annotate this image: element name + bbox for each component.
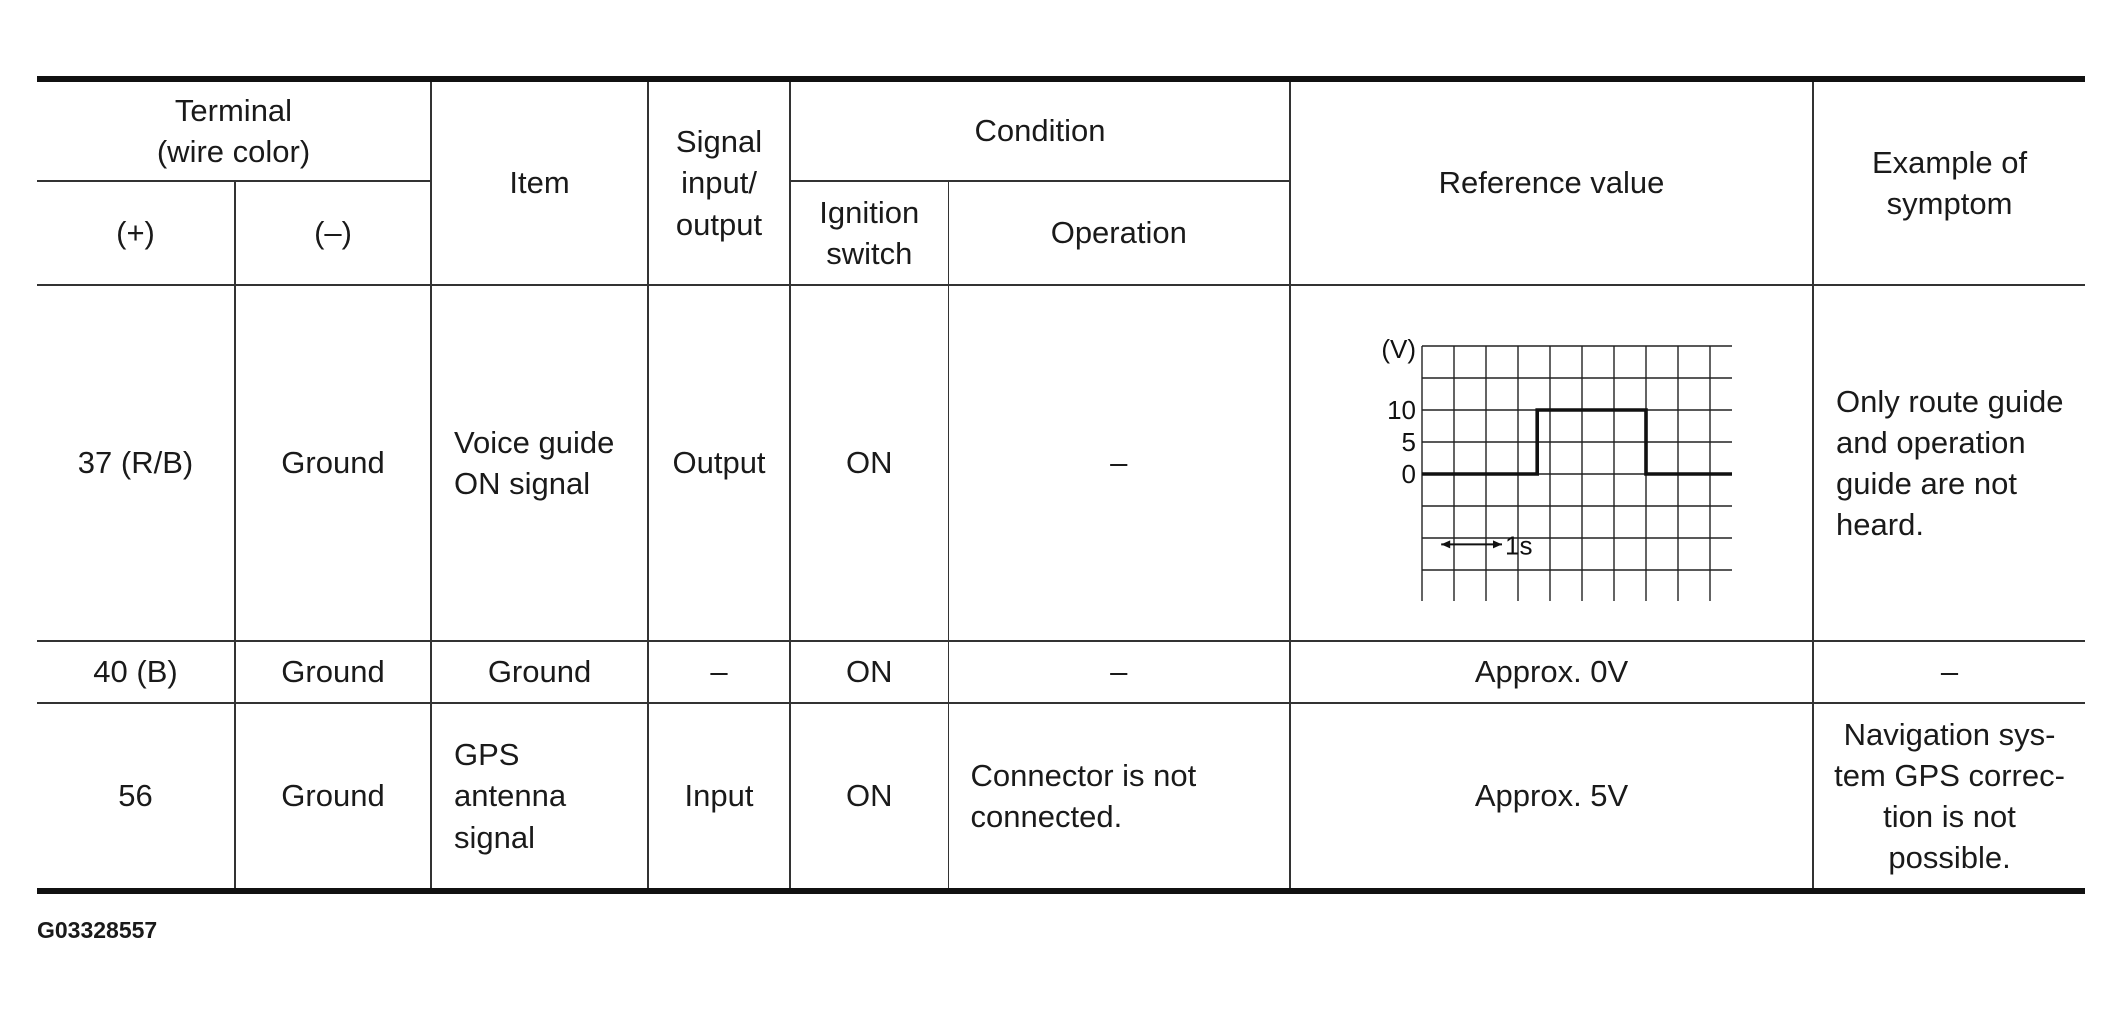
cell-terminal-minus: Ground — [233, 284, 433, 642]
cell-terminal-plus: 37 (R/B) — [37, 284, 236, 642]
y-tick-label: 0 — [1401, 459, 1415, 489]
cell-item: Voice guide ON signal — [430, 284, 650, 642]
header-row-1: Terminal (wire color) Item Signal input/… — [37, 79, 2086, 286]
cell-item: Ground — [430, 640, 650, 704]
figure-id: G03328557 — [37, 917, 158, 943]
cell-symptom: Only route guide and operation guide are… — [1812, 284, 2086, 642]
cell-terminal-plus: 40 (B) — [37, 640, 236, 704]
header-example-symptom: Example of symptom — [1812, 79, 2086, 286]
header-operation: Operation — [947, 180, 1291, 286]
cell-signal-io: Input — [647, 702, 792, 891]
header-signal-io: Signal input/ output — [647, 79, 792, 286]
header-condition: Condition — [789, 79, 1292, 182]
time-scale-arrowhead-left — [1440, 539, 1450, 548]
cell-ignition: ON — [789, 284, 949, 642]
cell-reference-value: Approx. 0V — [1289, 640, 1815, 704]
header-item: Item — [430, 79, 650, 286]
y-tick-label: 5 — [1401, 427, 1415, 457]
cell-terminal-plus: 56 — [37, 702, 236, 891]
cell-item: GPS antenna signal — [430, 702, 650, 891]
header-terminal: Terminal (wire color) — [37, 79, 433, 182]
cell-reference-value: Approx. 5V — [1289, 702, 1815, 891]
y-tick-label: 10 — [1387, 395, 1416, 425]
header-ignition-switch: Ignition switch — [789, 180, 949, 286]
cell-ignition: ON — [789, 702, 949, 891]
cell-terminal-minus: Ground — [233, 640, 433, 704]
signal-trace — [1421, 407, 1732, 476]
cell-symptom: Navigation sys- tem GPS correc- tion is … — [1812, 702, 2086, 891]
cell-operation: – — [947, 640, 1291, 704]
header-terminal-plus: (+) — [37, 180, 236, 286]
cell-signal-io: Output — [647, 284, 792, 642]
table-row: 37 (R/B) Ground Voice guide ON signal Ou… — [37, 284, 2086, 642]
table-row: 40 (B) Ground Ground – ON – Approx. 0V – — [37, 640, 2086, 704]
connector-terminal-table: Terminal (wire color) Item Signal input/… — [37, 76, 2086, 894]
time-scale-arrowhead-right — [1492, 539, 1502, 548]
header-reference-value: Reference value — [1289, 79, 1815, 286]
cell-symptom: – — [1812, 640, 2086, 704]
table-row: 56 Ground GPS antenna signal Input ON Co… — [37, 702, 2086, 891]
header-terminal-minus: (–) — [233, 180, 433, 286]
cell-terminal-minus: Ground — [233, 702, 433, 891]
cell-operation: Connector is not connected. — [947, 702, 1291, 891]
cell-signal-io: – — [647, 640, 792, 704]
time-scale-label: 1s — [1505, 530, 1532, 560]
y-axis-unit-label: (V) — [1381, 334, 1416, 364]
header-row-2: (+) (–) Ignition switch Operation — [37, 180, 2085, 286]
cell-ignition: ON — [789, 640, 949, 704]
cell-operation: – — [947, 284, 1291, 642]
